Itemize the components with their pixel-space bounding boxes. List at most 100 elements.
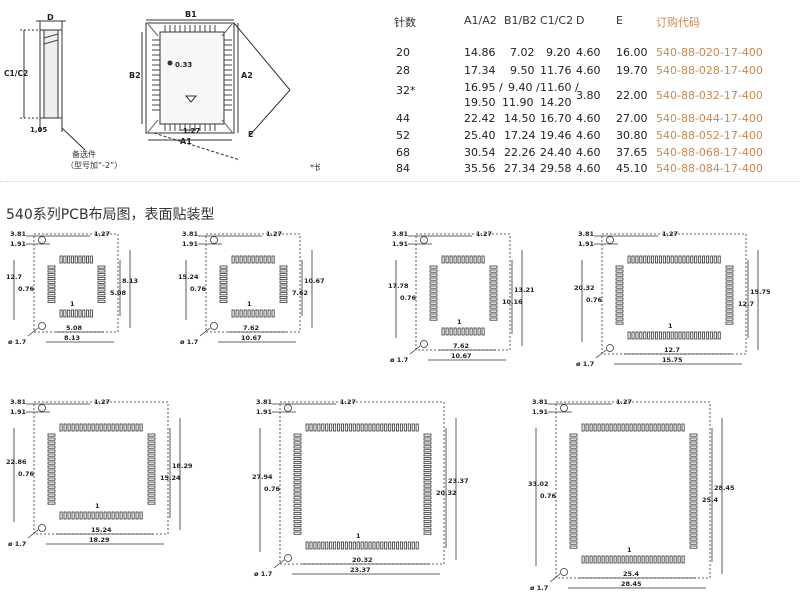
pad [725, 293, 734, 297]
section-divider [0, 181, 800, 182]
dim-a2: A2 [241, 71, 253, 80]
pad [403, 423, 407, 432]
pad [111, 423, 115, 432]
pad [67, 423, 71, 432]
pad [309, 423, 313, 432]
pad [677, 555, 681, 564]
pad [441, 255, 445, 264]
dim-p3: 1.27 [94, 398, 110, 406]
pad [615, 269, 624, 273]
pad [47, 269, 56, 273]
pad [267, 309, 271, 318]
pad [477, 327, 481, 336]
cell-code: 540-88-084-17-400 [656, 162, 763, 175]
pad [725, 301, 734, 305]
pad [689, 457, 698, 461]
pad [569, 497, 578, 501]
hole-marker [38, 404, 46, 412]
pad [219, 288, 228, 292]
pad [293, 508, 302, 512]
cell-pins: 32* [396, 84, 416, 97]
pad [666, 255, 670, 264]
pad [47, 461, 56, 465]
side-view [20, 20, 86, 151]
pad [75, 423, 79, 432]
cell-code: 540-88-068-17-400 [656, 146, 763, 159]
pad [235, 309, 239, 318]
pad [489, 317, 498, 321]
pad [445, 327, 449, 336]
dim-bot1: 15.24 [91, 526, 112, 534]
cell-c: 11.60 / [540, 81, 579, 94]
pad [271, 255, 275, 264]
cell-c: 16.70 [540, 112, 572, 125]
pad [63, 511, 67, 520]
pin-one-label: 1 [95, 502, 100, 510]
pad [47, 433, 56, 437]
pad [457, 327, 461, 336]
pin-one-label: 1 [70, 300, 75, 308]
dim-left2: 0.76 [540, 492, 557, 500]
pad [489, 265, 498, 269]
pad [569, 521, 578, 525]
pad [47, 299, 56, 303]
dim-p1: 3.81 [256, 398, 273, 406]
dim-bot2: 18.29 [89, 536, 110, 544]
dim-p3: 1.27 [266, 230, 282, 238]
pad [368, 423, 372, 432]
pad [47, 280, 56, 284]
pad [219, 280, 228, 284]
pad [97, 292, 106, 296]
pad [689, 501, 698, 505]
dim-bot2: 28.45 [621, 580, 642, 588]
outline [555, 401, 711, 579]
pad [47, 465, 56, 469]
pad [293, 472, 302, 476]
pad [127, 511, 131, 520]
pad [305, 423, 309, 432]
dim-diameter: ø 1.7 [8, 338, 26, 346]
pad [689, 493, 698, 497]
pad [581, 555, 585, 564]
outline [601, 233, 747, 355]
pad [615, 281, 624, 285]
pad [317, 423, 321, 432]
dim-diameter: ø 1.7 [390, 356, 408, 364]
dim-p3: 1.27 [340, 398, 356, 406]
pad [678, 331, 682, 340]
pad [429, 265, 438, 269]
pad [429, 289, 438, 293]
cell-d: 4.60 [576, 46, 601, 59]
pad [47, 457, 56, 461]
pad [293, 480, 302, 484]
pad [263, 255, 267, 264]
dim-right2: 20.32 [436, 489, 457, 497]
pad [97, 280, 106, 284]
pcb-layout: 3.811.911.2727.940.7623.3720.3220.3223.3… [252, 398, 469, 578]
pad [639, 255, 643, 264]
pad [91, 423, 95, 432]
dim-right2: 15.24 [160, 474, 181, 482]
pad [86, 255, 90, 264]
pad [569, 477, 578, 481]
pad [423, 480, 432, 484]
header-pins: 针数 [394, 16, 416, 29]
pad [489, 269, 498, 273]
header-c: C1/C2 [540, 14, 574, 27]
pad [690, 255, 694, 264]
cell-b: 27.34 [504, 162, 536, 175]
pad [47, 273, 56, 277]
pad [372, 541, 376, 550]
pad [698, 255, 702, 264]
pad [107, 423, 111, 432]
pad [423, 457, 432, 461]
hole-marker [38, 322, 46, 330]
pad [399, 423, 403, 432]
pad [569, 545, 578, 549]
pad [689, 437, 698, 441]
pad [461, 327, 465, 336]
dim-diameter: ø 1.7 [8, 540, 26, 548]
cell-c: 29.58 [540, 162, 572, 175]
pad [725, 285, 734, 289]
dim-bot1: 7.62 [453, 342, 469, 350]
